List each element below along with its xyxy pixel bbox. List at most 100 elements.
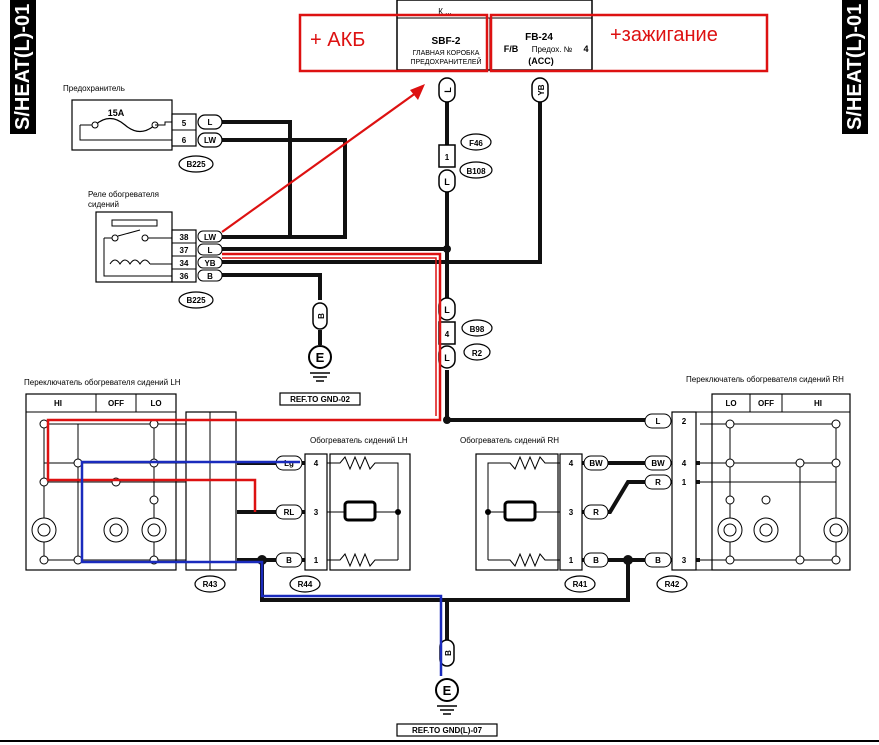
wire-fb-label: YB [537, 84, 546, 95]
relay-label-1: Реле обогревателя [88, 190, 159, 199]
svg-text:R: R [655, 478, 661, 487]
svg-text:LW: LW [204, 136, 216, 145]
heater-rh-label: Обогреватель сидений RH [460, 436, 559, 445]
switch-rh-label: Переключатель обогревателя сидений RH [686, 375, 844, 384]
red-arrow-head [410, 84, 425, 100]
fuse-component: Предохранитель 15A 5 6 L LW B225 [63, 84, 223, 173]
fuse-rating: 15A [108, 108, 125, 118]
battery-annotation: + АКБ [310, 29, 365, 51]
heater-rh-connector: R41 [573, 580, 588, 589]
b108-id: B108 [466, 167, 486, 176]
svg-text:R: R [593, 508, 599, 517]
svg-text:LO: LO [150, 399, 161, 408]
svg-text:L: L [656, 417, 661, 426]
svg-text:34: 34 [180, 259, 189, 268]
svg-text:HI: HI [54, 399, 62, 408]
svg-text:E: E [443, 683, 452, 698]
switch-rh-connector: R42 [665, 580, 680, 589]
switch-lh-connector: R43 [203, 580, 218, 589]
fb-number: 4 [583, 44, 588, 54]
svg-text:B: B [317, 313, 326, 319]
svg-text:38: 38 [180, 233, 189, 242]
wire-fb-connector: YB [531, 77, 549, 103]
svg-text:4: 4 [682, 459, 687, 468]
svg-text:LW: LW [204, 233, 216, 242]
red-arrow-line [221, 89, 421, 233]
svg-text:B: B [444, 650, 453, 656]
f46-id: F46 [469, 139, 483, 148]
svg-text:L: L [444, 305, 450, 315]
fuse-connector: B225 [186, 160, 206, 169]
top-connector-text: К ... [438, 7, 452, 16]
svg-text:OFF: OFF [108, 399, 124, 408]
svg-text:L: L [208, 246, 213, 255]
fuse-label: Предохранитель [63, 84, 125, 93]
svg-text:1: 1 [569, 556, 574, 565]
svg-text:B: B [655, 556, 661, 565]
f46-connector: 1 L F46 B108 [438, 133, 493, 193]
svg-text:HI: HI [814, 399, 822, 408]
svg-text:B: B [286, 556, 292, 565]
ignition-annotation: +зажигание [610, 24, 718, 46]
svg-text:3: 3 [682, 556, 687, 565]
svg-text:LO: LO [725, 399, 736, 408]
svg-text:B: B [207, 272, 213, 281]
ground-gnd-02: B E REF.TO GND-02 [279, 302, 361, 406]
b98-id: B98 [470, 325, 485, 334]
svg-text:2: 2 [682, 417, 687, 426]
b98-connector: L 4 L B98 R2 [438, 297, 493, 369]
svg-text:1: 1 [445, 153, 450, 162]
relay-connector: B225 [186, 296, 206, 305]
r2-id: R2 [472, 349, 483, 358]
svg-text:BW: BW [589, 459, 603, 468]
switch-lh-label: Переключатель обогревателя сидений LH [24, 378, 181, 387]
svg-text:3: 3 [314, 508, 319, 517]
ground-ref-1: REF.TO GND-02 [290, 395, 350, 404]
svg-text:L: L [444, 177, 450, 187]
switch-rh: Переключатель обогревателя сидений RH L … [644, 375, 851, 593]
heater-lh-label: Обогреватель сидений LH [310, 436, 408, 445]
svg-text:OFF: OFF [758, 399, 774, 408]
heater-lh-connector: R44 [298, 580, 313, 589]
svg-text:B: B [593, 556, 599, 565]
fb-prefix: F/B [504, 44, 519, 54]
ground-ref-2: REF.TO GND(L)-07 [412, 726, 483, 735]
heater-rh: Обогреватель сидений RH 4 3 1 BW R B R41 [460, 436, 609, 593]
svg-text:1: 1 [314, 556, 319, 565]
ground-gnd-l-07: B E REF.TO GND(L)-07 [396, 639, 498, 737]
svg-text:L: L [444, 353, 450, 363]
svg-text:E: E [316, 350, 325, 365]
wire-sbf-label: L [443, 87, 453, 93]
svg-text:3: 3 [569, 508, 574, 517]
svg-text:37: 37 [180, 246, 189, 255]
wire-sbf-connector: L [438, 77, 456, 103]
sbf-line1: ГЛАВНАЯ КОРОБКА [413, 50, 480, 57]
relay-label-2: сидений [88, 200, 119, 209]
sbf-id: SBF-2 [432, 36, 461, 47]
svg-text:36: 36 [180, 272, 189, 281]
svg-text:BW: BW [651, 459, 665, 468]
sbf-line2: ПРЕДОХРАНИТЕЛЕЙ [410, 57, 481, 66]
fb-mode: (ACC) [528, 56, 554, 66]
main-fuse-box: К ... SBF-2 ГЛАВНАЯ КОРОБКА ПРЕДОХРАНИТЕ… [396, 0, 593, 71]
relay-component: Реле обогревателя сидений 38 37 34 36 LW… [88, 190, 223, 309]
fb-label: Предох. № [532, 45, 573, 54]
svg-text:L: L [208, 118, 213, 127]
svg-text:Lg: Lg [284, 459, 294, 468]
battery-highlight [298, 13, 489, 73]
svg-text:4: 4 [314, 459, 319, 468]
svg-text:4: 4 [569, 459, 574, 468]
heater-lh: Обогреватель сидений LH Lg RL B 4 3 1 R4… [275, 436, 411, 593]
svg-text:6: 6 [182, 136, 187, 145]
svg-text:5: 5 [182, 119, 187, 128]
fb-id: FB-24 [525, 32, 553, 43]
red-path [46, 252, 442, 512]
svg-text:4: 4 [445, 330, 450, 339]
svg-text:YB: YB [204, 259, 215, 268]
ignition-highlight [489, 13, 769, 73]
switch-lh: Переключатель обогревателя сидений LH HI… [24, 378, 237, 593]
blue-path [80, 460, 443, 676]
svg-text:RL: RL [284, 508, 295, 517]
svg-text:1: 1 [682, 478, 687, 487]
